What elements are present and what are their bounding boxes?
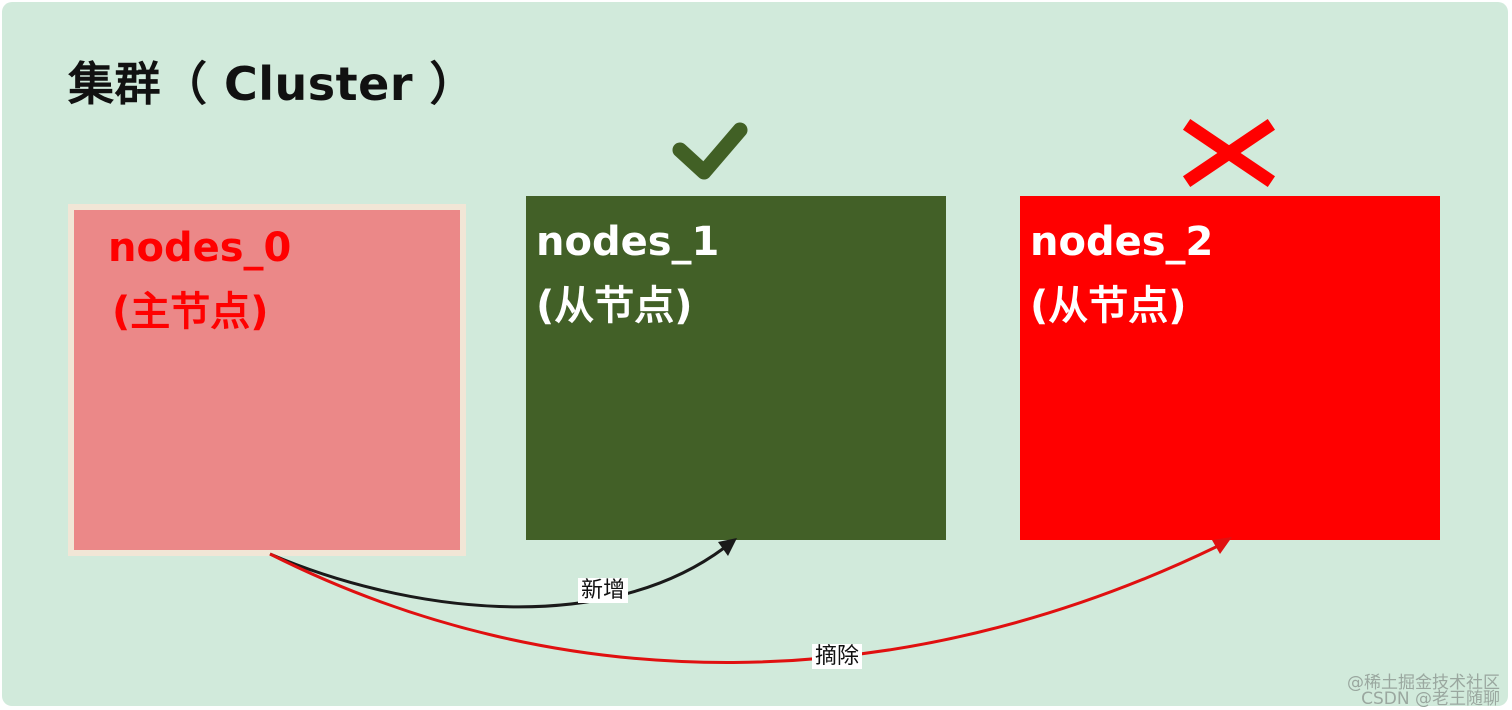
watermark-line-1: @稀土掘金技术社区	[1347, 673, 1500, 693]
node-name-1: nodes_1	[536, 219, 720, 265]
node-box-1: nodes_1 (从节点)	[526, 196, 946, 540]
watermark-line-2: CSDN @老王随聊	[1361, 689, 1500, 709]
node-name-0: nodes_0	[108, 225, 292, 271]
node-box-2: nodes_2 (从节点)	[1020, 196, 1440, 540]
node-role-0: (主节点)	[112, 289, 269, 335]
node-box-0: nodes_0 (主节点)	[68, 204, 466, 556]
cluster-title: 集群（ Cluster ）	[68, 57, 477, 111]
node-role-1: (从节点)	[536, 283, 693, 329]
edge-label-remove: 摘除	[812, 644, 863, 670]
node-name-2: nodes_2	[1030, 219, 1214, 265]
edge-label-add: 新增	[578, 578, 629, 604]
node-role-2: (从节点)	[1030, 283, 1187, 329]
